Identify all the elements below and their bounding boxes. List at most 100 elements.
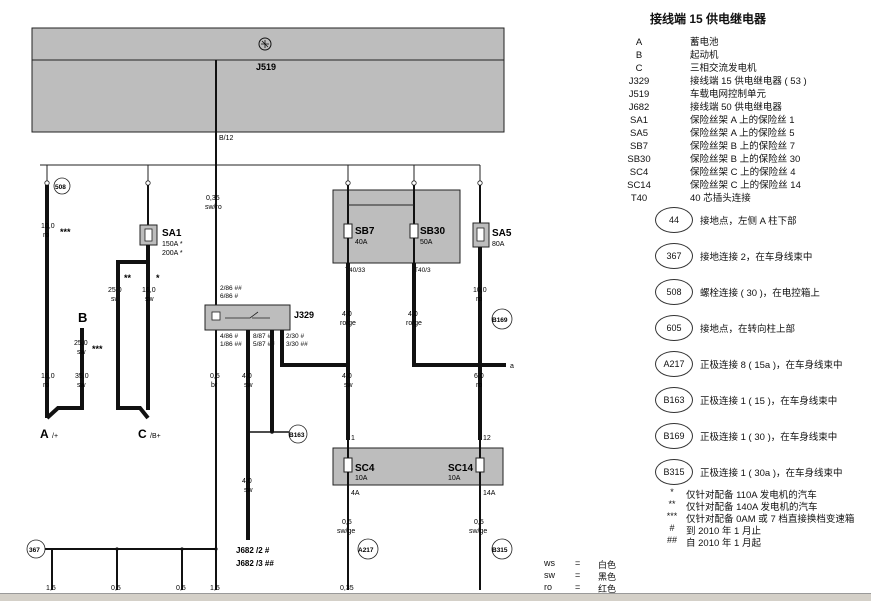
svg-text:*: * — [156, 273, 160, 283]
legend-code: SA5 — [630, 128, 648, 139]
legend-connector-icon: B315 — [655, 459, 693, 485]
svg-text:4,0: 4,0 — [242, 373, 252, 380]
svg-text:25,0: 25,0 — [74, 340, 88, 347]
svg-text:16,0: 16,0 — [142, 287, 156, 294]
legend-mark: *** — [666, 511, 678, 521]
legend-desc: 保险丝架 C 上的保险丝 4 — [690, 167, 796, 178]
color-code-eq: = — [575, 570, 581, 580]
legend-connector-desc: 正极连接 1 ( 15 )，在车身线束中 — [700, 396, 838, 407]
legend-code: B — [635, 50, 643, 61]
eye-icon — [258, 37, 272, 51]
svg-text:2/86 ##6/86 #: 2/86 ##6/86 # — [220, 285, 242, 300]
svg-text:0,35: 0,35 — [340, 585, 354, 592]
j519-label: J519 — [256, 62, 276, 72]
svg-text:0,35: 0,35 — [206, 195, 220, 202]
svg-text:0,5: 0,5 — [342, 519, 352, 526]
legend-code: SB7 — [630, 141, 648, 152]
legend-code: J329 — [628, 76, 650, 87]
horizontal-scrollbar[interactable] — [0, 593, 871, 601]
legend-mark-desc: 到 2010 年 1 月止 — [686, 526, 761, 537]
svg-text:0,5: 0,5 — [210, 373, 220, 380]
legend-code: SA1 — [630, 115, 648, 126]
legend-desc: 起动机 — [690, 50, 719, 61]
fuse-box-c — [332, 447, 504, 486]
svg-text:sw/ge: sw/ge — [337, 528, 355, 535]
svg-text:T40/3: T40/3 — [414, 267, 431, 274]
svg-text:T40/33: T40/33 — [345, 267, 366, 274]
legend-connector-icon: 44 — [655, 207, 693, 233]
legend-desc: 保险丝架 B 上的保险丝 7 — [690, 141, 796, 152]
color-code-eq: = — [575, 558, 581, 568]
svg-text:B315: B315 — [492, 547, 508, 554]
legend-connector-icon: 508 — [655, 279, 693, 305]
svg-text:sw: sw — [244, 487, 254, 494]
svg-text:40A: 40A — [355, 239, 368, 246]
color-code-code: ro — [544, 582, 553, 592]
legend-desc: 保险丝架 A 上的保险丝 1 — [690, 115, 795, 126]
legend-connector-icon: 605 — [655, 315, 693, 341]
legend-mark: * — [670, 487, 674, 497]
svg-text:4,0: 4,0 — [342, 311, 352, 318]
legend-code: C — [635, 63, 643, 74]
legend-connector-desc: 正极连接 1 ( 30a )，在车身线束中 — [700, 468, 843, 479]
svg-text:200A *: 200A * — [162, 250, 183, 257]
svg-text:10,0: 10,0 — [41, 223, 55, 230]
legend-connector-desc: 接地连接 2，在车身线束中 — [700, 252, 813, 263]
svg-text:150A *: 150A * — [162, 241, 183, 248]
svg-text:sw/ro: sw/ro — [205, 204, 222, 211]
terminal-b: B — [78, 310, 87, 325]
color-code-code: ws — [544, 558, 555, 568]
j329-label: J329 — [294, 310, 314, 320]
svg-text:**: ** — [124, 273, 132, 283]
legend-connector-icon: 367 — [655, 243, 693, 269]
sa1-label: SA1 — [162, 228, 182, 239]
legend-desc: 蓄电池 — [690, 37, 719, 48]
svg-text:a: a — [510, 363, 514, 370]
sc4-label: SC4 — [355, 463, 375, 474]
svg-text:80A: 80A — [492, 241, 505, 248]
color-code-name: 黑色 — [598, 572, 617, 582]
connector-label: 508 — [55, 184, 66, 191]
svg-text:6,0: 6,0 — [474, 373, 484, 380]
legend-mark-desc: 仅针对配备 140A 发电机的汽车 — [686, 502, 818, 513]
legend-connector-desc: 正极连接 8 ( 15a )，在车身线束中 — [700, 360, 843, 371]
legend-code: SB30 — [627, 154, 651, 165]
legend-connector-desc: 接地点，左侧 A 柱下部 — [700, 216, 797, 227]
svg-text:10A: 10A — [448, 475, 461, 482]
legend-code: SC14 — [627, 180, 651, 191]
svg-text:/B+: /B+ — [150, 433, 161, 440]
svg-text:4,0: 4,0 — [408, 311, 418, 318]
legend-mark-desc: 自 2010 年 1 月起 — [686, 538, 761, 549]
svg-text:J682 /3 ##: J682 /3 ## — [236, 559, 274, 568]
wiring-diagram: J519 B/12 508 10,0 ro *** 16,0 ro SA1 15… — [26, 27, 514, 592]
svg-text:ro: ro — [476, 382, 482, 389]
svg-text:ro/ge: ro/ge — [340, 320, 356, 327]
svg-text:10A: 10A — [355, 475, 368, 482]
svg-text:10,0: 10,0 — [473, 287, 487, 294]
legend-desc: 车载电网控制单元 — [690, 89, 767, 100]
legend-code: A — [635, 37, 643, 48]
svg-text:0,5: 0,5 — [111, 585, 121, 592]
legend-desc: 保险丝架 B 上的保险丝 30 — [690, 154, 801, 165]
svg-text:sw: sw — [111, 296, 121, 303]
svg-text:B163: B163 — [289, 432, 305, 439]
svg-text:50A: 50A — [420, 239, 433, 246]
svg-text:8/87 #5/87 ##: 8/87 #5/87 ## — [253, 333, 275, 348]
svg-text:12: 12 — [483, 435, 491, 442]
svg-text:sw: sw — [344, 382, 354, 389]
legend-mark: # — [669, 523, 675, 533]
svg-text:B169: B169 — [492, 317, 508, 324]
j519-box — [31, 27, 505, 133]
svg-text:1,5: 1,5 — [46, 585, 56, 592]
svg-text:/+: /+ — [52, 433, 58, 440]
svg-text:sw: sw — [77, 382, 87, 389]
legend-code: SC4 — [629, 167, 649, 178]
svg-text:***: *** — [60, 227, 71, 237]
legend-connector-desc: 接地点，在转向柱上部 — [700, 324, 796, 335]
svg-text:14A: 14A — [483, 490, 496, 497]
connector-a217 — [357, 538, 379, 560]
svg-text:ro/ge: ro/ge — [406, 320, 422, 327]
svg-text:367: 367 — [29, 547, 40, 554]
legend-desc: 40 芯插头连接 — [690, 193, 751, 204]
legend-code: J519 — [628, 89, 650, 100]
